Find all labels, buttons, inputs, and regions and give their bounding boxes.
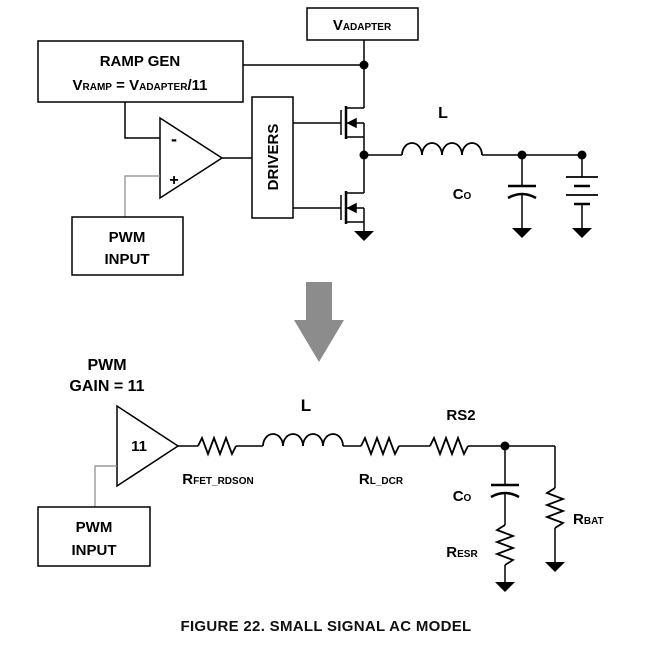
- high-side-mosfet: [340, 106, 365, 139]
- vadapter-label: VADAPTER: [333, 17, 392, 34]
- ramp-output-wire: [124, 102, 160, 139]
- pwm-amplifier-symbol: [116, 404, 180, 488]
- r-l-dcr-resistor: [360, 435, 400, 457]
- output-capacitor-bottom: [490, 446, 520, 525]
- pwm-input-box-top: [71, 216, 184, 276]
- battery-symbol: [566, 155, 598, 228]
- r-bat-resistor: [544, 487, 566, 529]
- r-fet-rdson-resistor: [197, 435, 237, 457]
- pwm-input-bottom-line1: PWM: [76, 519, 113, 536]
- inductor-top: [401, 142, 483, 156]
- ground-icon: [572, 228, 592, 238]
- rs2-label: RS2: [446, 407, 475, 424]
- amplifier-gain-label: 11: [131, 438, 147, 455]
- ramp-gen-formula: VRAMP = VADAPTER/11: [73, 77, 208, 94]
- pwm-input-top-line1: PWM: [109, 229, 146, 246]
- output-capacitor-top: [507, 155, 537, 228]
- drivers-box: [251, 96, 294, 219]
- inductor-bottom-label: L: [301, 396, 311, 415]
- pwm-input-top-line2: INPUT: [105, 251, 150, 268]
- pwm-input-wire-top: [124, 175, 160, 218]
- circuit-diagram: VADAPTER RAMP GEN VRAMP = VADAPTER/11 - …: [37, 7, 604, 592]
- pwm-gain-line1: PWM: [87, 357, 126, 374]
- ground-icon: [512, 228, 532, 238]
- capacitor-bottom-label: CO: [453, 488, 472, 505]
- r-l-dcr-label: RL_DCR: [359, 471, 404, 488]
- r-fet-rdson-label: RFET_RDSON: [182, 471, 253, 488]
- ground-icon: [495, 582, 515, 592]
- inductor-bottom: [262, 433, 344, 447]
- r-bat-label: RBAT: [573, 511, 604, 528]
- comparator-symbol: [159, 116, 224, 200]
- ground-icon: [545, 562, 565, 572]
- r-esr-label: RESR: [446, 544, 478, 561]
- r-esr-resistor: [494, 524, 516, 566]
- pwm-input-bottom-line2: INPUT: [72, 542, 117, 559]
- ground-icon: [354, 231, 374, 241]
- drivers-label: DRIVERS: [265, 124, 282, 191]
- pwm-input-box-bottom: [37, 506, 151, 567]
- inductor-top-label: L: [438, 105, 448, 122]
- pwm-input-wire-bottom: [94, 465, 117, 508]
- ramp-gen-title: RAMP GEN: [100, 53, 181, 70]
- capacitor-top-label: CO: [453, 186, 472, 203]
- ramp-gen-box: [37, 40, 244, 103]
- low-side-mosfet: [340, 191, 365, 224]
- figure-caption: FIGURE 22. SMALL SIGNAL AC MODEL: [180, 618, 472, 635]
- comparator-plus: +: [169, 172, 178, 189]
- comparator-minus: -: [171, 129, 177, 149]
- down-arrow-icon: [294, 282, 344, 362]
- pwm-gain-line2: GAIN = 11: [69, 378, 144, 395]
- rs2-resistor: [429, 435, 469, 457]
- vadapter-box: [306, 7, 419, 41]
